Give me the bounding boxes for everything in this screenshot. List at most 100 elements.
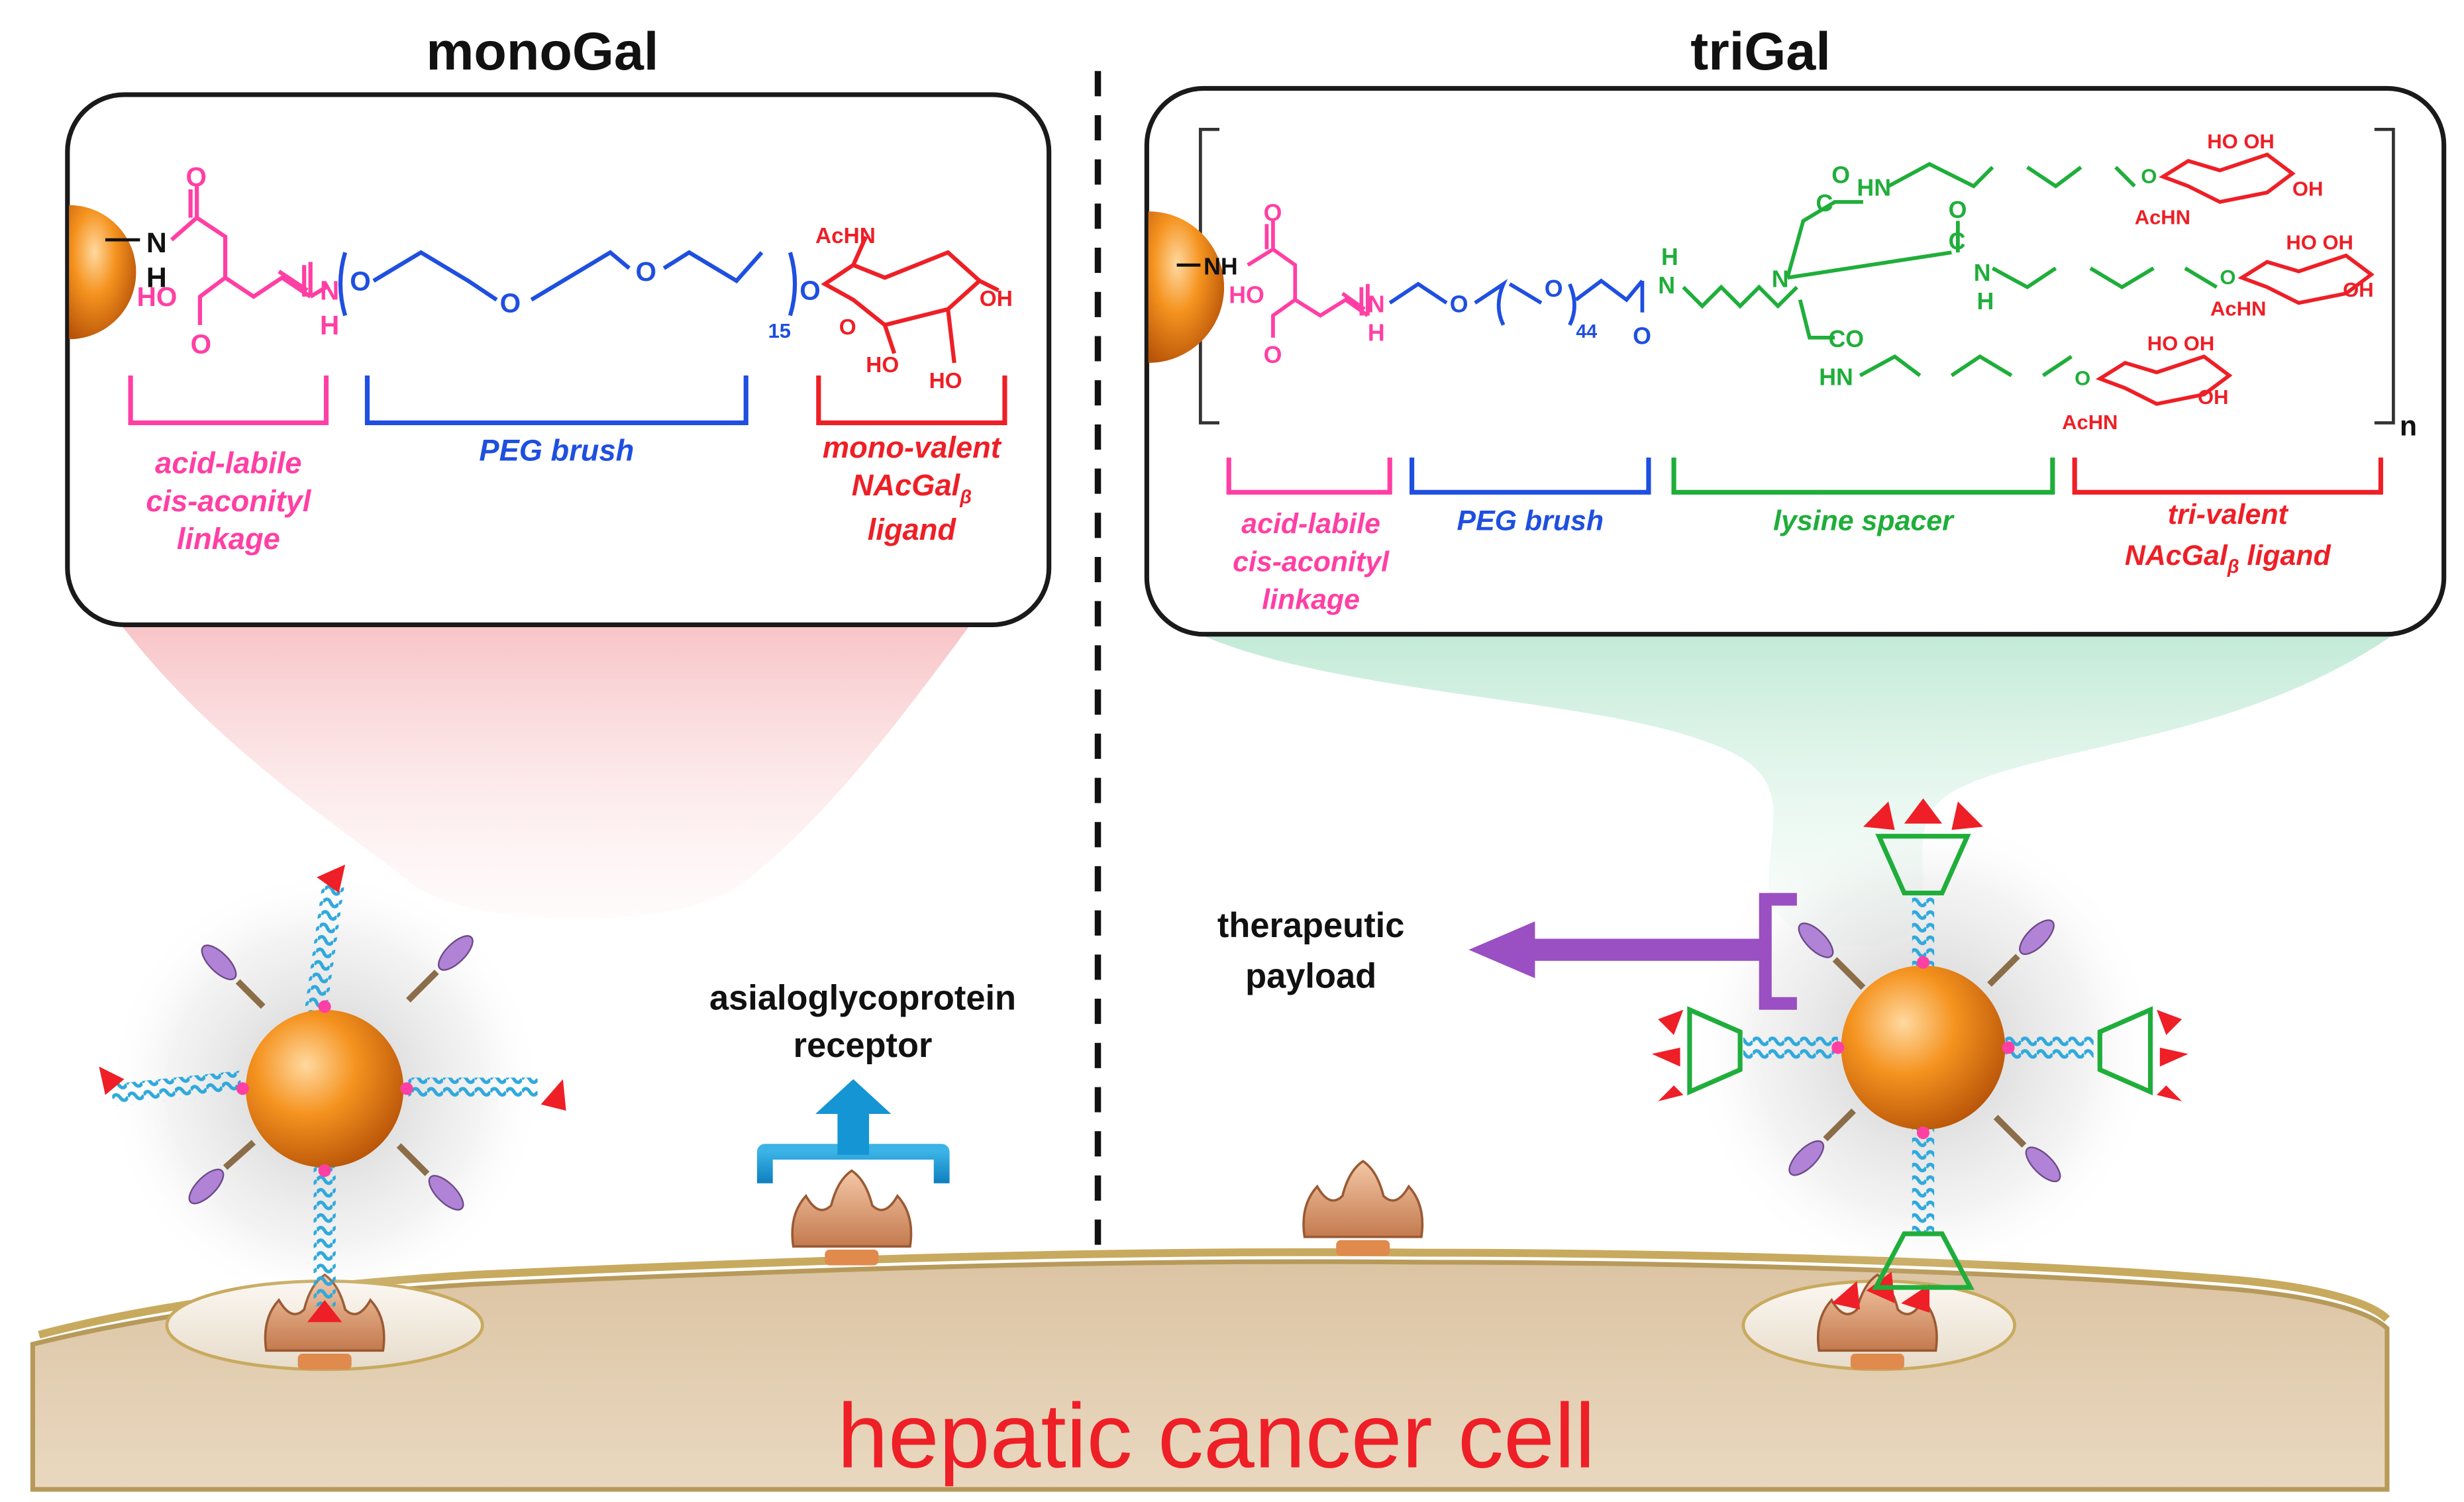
ligand-label-line3: ligand — [868, 513, 957, 546]
gal1-o: O — [2141, 164, 2157, 187]
peg-label: PEG brush — [479, 434, 634, 468]
peg-o-link: O — [799, 275, 821, 306]
sugar-oh: OH — [980, 287, 1013, 311]
payload-pointer — [1468, 893, 1797, 1010]
payload-label-line1: therapeutic — [1217, 907, 1404, 945]
amine-h: H — [146, 262, 167, 294]
trigal-structure-box: n NH O HO O N H O O 44 O N H — [1144, 85, 2447, 637]
trigal-peg-repeat: 44 — [1576, 321, 1597, 342]
arm2-h: H — [1976, 288, 1994, 315]
peg-o-start: O — [350, 266, 371, 296]
ligand-label-line2: NAcGalβ — [852, 468, 972, 508]
lysine-h: H — [1661, 244, 1678, 270]
gal2-oh: OH — [2343, 278, 2373, 301]
ligand-bottom — [307, 1300, 342, 1323]
gal2-o: O — [2220, 266, 2235, 289]
lysine-bracket — [1671, 457, 2055, 495]
trigal-ligand-bracket — [2072, 457, 2383, 495]
peg-o-1: O — [500, 288, 521, 319]
gal2-achn: AcHN — [2210, 297, 2266, 320]
sugar-ho-1: HO — [866, 353, 899, 377]
trigal-peg-label: PEG brush — [1457, 505, 1604, 536]
linker-ho: HO — [137, 281, 178, 312]
trigal-amide-h: H — [1368, 320, 1385, 346]
linker-o-bottom: O — [191, 329, 212, 360]
gal3-oh: OH — [2198, 385, 2228, 409]
amide-n: N — [320, 275, 339, 306]
trigal-title: triGal — [1690, 22, 1831, 81]
trigal-core — [1841, 966, 2006, 1130]
peg-repeat-count: 15 — [768, 319, 791, 342]
hepatic-cell: hepatic cancer cell — [30, 1248, 2390, 1492]
peg-chain-structure — [338, 250, 797, 317]
trigal-amide-n: N — [1368, 291, 1385, 318]
arm2-c: C — [1949, 228, 1966, 254]
trigal-ligand-label-1: tri-valent — [2168, 499, 2289, 530]
linker-o-top: O — [186, 162, 207, 192]
cell-label: hepatic cancer cell — [837, 1385, 1595, 1487]
gal3-hooh: HO OH — [2147, 332, 2215, 355]
polymer-bracket-right — [2374, 127, 2395, 425]
gal1-oh: OH — [2292, 177, 2323, 200]
monogal-box-frame — [65, 92, 1052, 627]
lysine-n: N — [1658, 272, 1675, 299]
nanoparticle-edge-right — [1148, 211, 1225, 363]
monogal-title: monoGal — [426, 22, 658, 81]
trigal-ligand-label-2: NAcGalβ ligand — [2125, 540, 2332, 577]
arm3-hn: HN — [1819, 364, 1853, 390]
galactose-3: HO OH AcHN OH O — [2062, 332, 2233, 434]
galactose-2: HO OH AcHN OH O — [2210, 230, 2375, 320]
arm3-co: CO — [1829, 326, 1865, 352]
gal3-o: O — [2075, 366, 2090, 389]
ligand-label-line1: mono-valent — [823, 430, 1002, 464]
receptor-right-pit — [1816, 1272, 1938, 1370]
trigal-nanoparticle — [1651, 798, 2188, 1290]
sugar-achn: AcHN — [815, 224, 876, 248]
receptor-label-line1: asialoglycoprotein — [709, 979, 1016, 1018]
lysine-spacer-structure — [1682, 162, 2218, 377]
ligand-right — [540, 1079, 566, 1111]
left-callout-beam — [111, 612, 980, 919]
linker-label-line2: cis-aconityl — [146, 484, 311, 518]
arm2-o: O — [1949, 197, 1967, 223]
nacgal-sugar-structure — [821, 236, 1000, 364]
ligand-bracket — [816, 376, 1007, 426]
arm1-hn: HN — [1857, 174, 1891, 201]
cis-aconityl-structure — [170, 186, 328, 325]
monogal-structure-box: N H O HO O N H O O O 15 O — [65, 92, 1052, 627]
ligand-left — [99, 1066, 125, 1095]
arm1-o: O — [1831, 162, 1850, 188]
gal2-hooh: HO OH — [2286, 230, 2353, 254]
lysine-label: lysine spacer — [1773, 505, 1955, 536]
amine-nh: NH — [1204, 254, 1238, 280]
linker-label-line1: acid-labile — [155, 446, 301, 480]
gal3-achn: AcHN — [2062, 411, 2118, 434]
trigal-peg-bracket — [1410, 457, 1651, 495]
receptor-middle-1 — [791, 1169, 913, 1266]
monogal-core — [246, 1009, 404, 1168]
ligand-top — [317, 864, 346, 893]
right-callout-beam — [1168, 618, 2416, 947]
trigal-peg-o2: O — [1545, 275, 1563, 302]
trigal-linker-label-3: linkage — [1262, 584, 1360, 616]
receptor-label-line2: receptor — [794, 1026, 933, 1065]
sugar-ho-2: HO — [929, 369, 962, 393]
receptor-middle-2 — [1302, 1160, 1424, 1256]
trigal-linker-label-1: acid-labile — [1241, 508, 1380, 540]
peg-bracket — [364, 376, 748, 426]
linker-bracket — [128, 376, 329, 426]
trigal-linker-ho: HO — [1229, 281, 1264, 308]
payload-label-line2: payload — [1245, 957, 1376, 995]
gal1-achn: AcHN — [2135, 205, 2190, 228]
receptor-pointer — [756, 1079, 950, 1183]
linker-label-line3: linkage — [177, 522, 280, 556]
trigal-carbonyl-o: O — [1633, 323, 1651, 349]
trigal-linker-o-top: O — [1264, 200, 1282, 226]
tertiary-n: N — [1772, 266, 1789, 293]
peg-o-2: O — [635, 256, 656, 287]
amine-n: N — [146, 227, 167, 259]
arm2-n: N — [1974, 260, 1991, 286]
arm1-c: C — [1816, 190, 1833, 217]
gal1-hooh: HO OH — [2207, 130, 2275, 153]
polymer-repeat-n: n — [2400, 411, 2417, 442]
